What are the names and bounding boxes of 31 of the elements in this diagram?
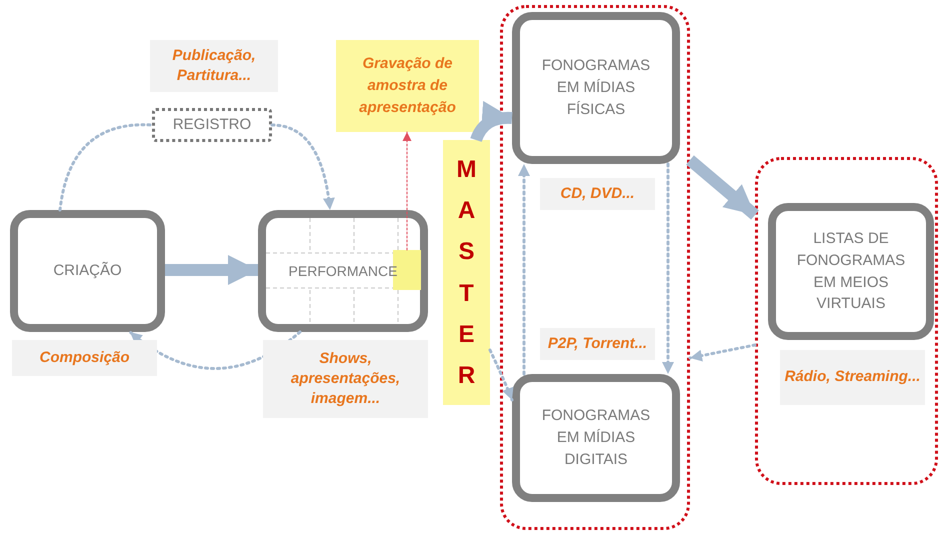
caption-label: Rádio, Streaming...: [780, 350, 925, 405]
vertical-label: MASTER: [456, 154, 478, 392]
note-text: Gravação de amostra de apresentação: [358, 54, 457, 118]
box-label: LISTAS DE FONOGRAMAS EM MEIOS VIRTUAIS: [796, 229, 906, 314]
leader-line: [402, 132, 412, 250]
dotted-arrow: [270, 124, 335, 212]
caption-label: P2P, Torrent...: [540, 328, 655, 360]
block-arrow: [686, 155, 759, 220]
block-arrow: [470, 102, 512, 142]
master-band: [443, 140, 490, 405]
process-box: [512, 374, 680, 502]
box-label: REGISTRO: [172, 115, 252, 136]
dotted-arrow: [518, 162, 530, 376]
dotted-arrow: [128, 330, 302, 370]
dotted-arrow: [688, 344, 756, 362]
dotted-arrow: [662, 162, 674, 376]
block-arrow: [165, 255, 258, 285]
process-box: [512, 12, 680, 164]
box-label: CRIAÇÃO: [52, 260, 123, 282]
box-label: FONOGRAMAS EM MÍDIAS FÍSICAS: [540, 56, 652, 120]
process-box: [258, 210, 428, 332]
caption-label: Composição: [12, 340, 157, 376]
dotted-arrow: [488, 348, 514, 402]
note-box: [336, 40, 479, 132]
process-box: [10, 210, 165, 332]
caption-label: CD, DVD...: [540, 178, 655, 210]
box-label: FONOGRAMAS EM MÍDIAS DIGITAIS: [540, 406, 652, 470]
process-box: [768, 203, 934, 340]
dotted-box: [152, 108, 272, 142]
caption-label: Shows, apresentações, imagem...: [263, 340, 428, 418]
caption-label: Publicação, Partitura...: [150, 40, 278, 92]
